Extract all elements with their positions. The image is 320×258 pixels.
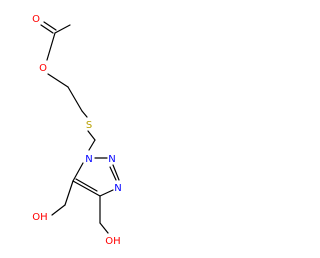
bond-layer bbox=[40, 21, 120, 234]
atom-hydroxyl-right: OH bbox=[105, 236, 120, 247]
bond-n2-n3-a bbox=[112, 164, 120, 181]
atom-n1: N bbox=[85, 154, 92, 165]
atom-o-carbonyl: O bbox=[32, 14, 40, 25]
bond-c5-ch2 bbox=[64, 180, 74, 206]
atom-sulfur: S bbox=[86, 120, 92, 131]
bond-ch2-oh-left bbox=[51, 204, 66, 216]
atom-label-layer: O O S N N N OH OH bbox=[32, 14, 122, 247]
bond-c-o-double-a bbox=[40, 24, 54, 34]
bond-ch2-n1 bbox=[88, 139, 96, 151]
bond-c4-c5-b bbox=[75, 178, 98, 192]
bond-ch2-s bbox=[81, 110, 88, 118]
bond-c4-c5-a bbox=[72, 180, 101, 197]
atom-n3: N bbox=[114, 183, 121, 194]
molecule-structure-diagram: O O S N N N OH OH bbox=[0, 0, 133, 258]
bond-c5-n1 bbox=[72, 162, 84, 182]
bond-ch2-oh-right bbox=[99, 222, 109, 234]
atom-hydroxyl-left: OH bbox=[32, 212, 47, 223]
bond-s-ch2 bbox=[87, 130, 96, 141]
atom-n2: N bbox=[108, 154, 115, 165]
bond-o-ch2 bbox=[47, 73, 69, 88]
bond-n3-c4 bbox=[99, 189, 114, 197]
bond-n2-n3-b bbox=[109, 166, 117, 181]
bond-ch3-c bbox=[54, 24, 71, 34]
canvas-background bbox=[0, 0, 133, 258]
bond-c-o-ester bbox=[46, 32, 56, 61]
bond-c-o-double-b bbox=[43, 21, 57, 31]
bond-ch2-ch2 bbox=[67, 86, 83, 112]
atom-o-ester: O bbox=[39, 63, 47, 74]
